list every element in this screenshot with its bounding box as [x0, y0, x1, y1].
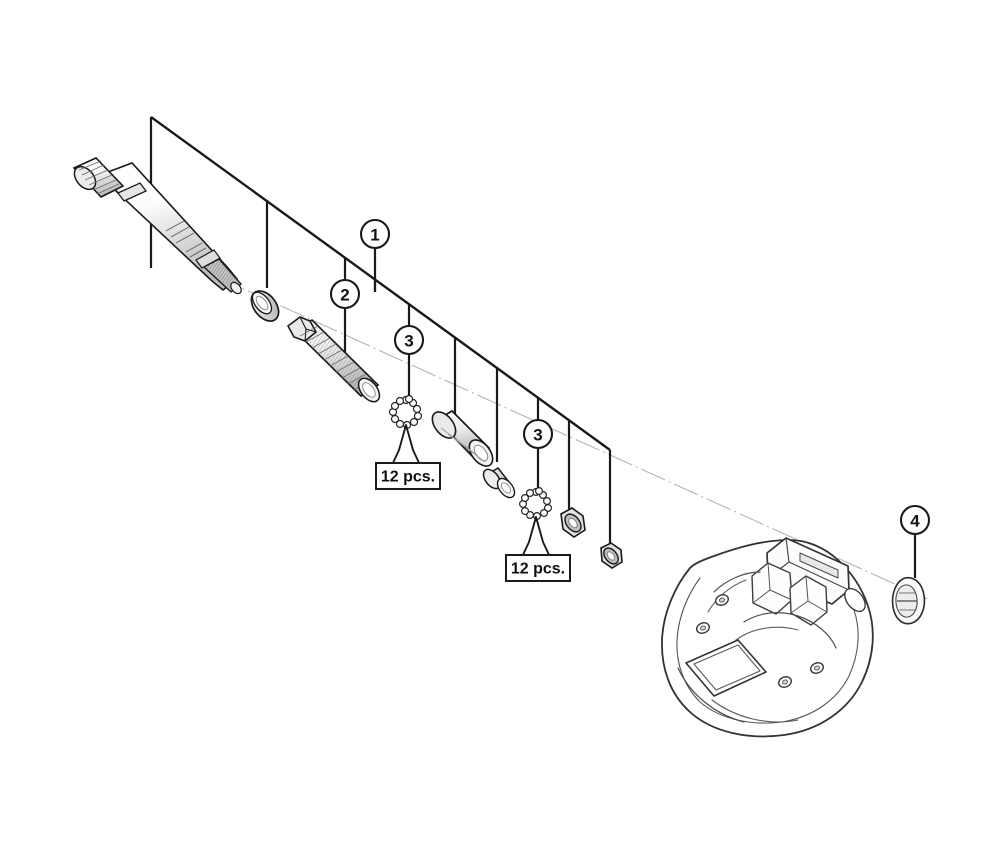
- callout-1[interactable]: 1: [359, 218, 391, 250]
- callout-2-circle[interactable]: [329, 278, 361, 310]
- callout-4-circle[interactable]: [899, 504, 931, 536]
- callout-2[interactable]: 2: [329, 278, 361, 310]
- part-bearing-sleeve-bushing: [431, 409, 494, 467]
- part-threaded-barrel: [286, 316, 381, 403]
- callout-3b[interactable]: 3: [522, 418, 554, 450]
- callout-leader-lines: [343, 248, 917, 578]
- callout-1-circle[interactable]: [359, 218, 391, 250]
- part-lock-nut: [600, 542, 623, 569]
- callout-4-label: 4: [910, 512, 920, 531]
- callout-3a-label: 3: [404, 332, 413, 351]
- quantity-label-1-text: 12 pcs.: [381, 469, 435, 486]
- quantity-label-2-text: 12 pcs.: [511, 561, 565, 578]
- part-ball-bearing-ring-inner: [388, 394, 423, 430]
- part-ball-bearing-ring-outer: [518, 487, 552, 520]
- callout-3a[interactable]: 3: [393, 324, 425, 356]
- callout-2-label: 2: [340, 286, 349, 305]
- part-pedal-axle-spindle: [72, 157, 243, 295]
- part-small-bearing-race: [482, 467, 516, 499]
- callout-3a-circle[interactable]: [393, 324, 425, 356]
- quantity-label-2: 12 pcs.: [505, 516, 571, 582]
- bracket-spine: [150, 116, 611, 451]
- callout-3b-label: 3: [533, 426, 542, 445]
- part-pedal-body: [661, 537, 874, 738]
- part-cleat-retainer-plate: [891, 576, 926, 625]
- quantity-label-1: 12 pcs.: [375, 424, 441, 490]
- callout-4[interactable]: 4: [899, 504, 931, 536]
- part-cone-nut: [560, 507, 586, 538]
- callout-3b-circle[interactable]: [522, 418, 554, 450]
- callout-1-label: 1: [370, 226, 379, 245]
- part-axle-seal-ring: [250, 290, 280, 322]
